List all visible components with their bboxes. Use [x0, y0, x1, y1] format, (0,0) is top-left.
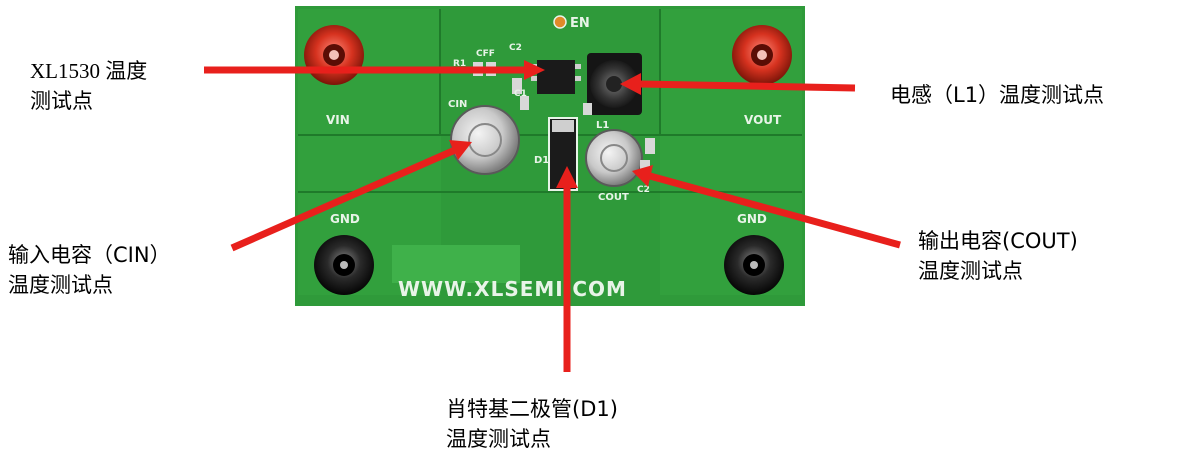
arrowhead-cin — [449, 140, 472, 160]
terminal-vout — [732, 25, 792, 85]
capacitor-cout — [585, 129, 643, 187]
silk-c2-right: C2 — [637, 185, 650, 195]
arrow-cout — [649, 172, 901, 249]
callout-ic-line1: XL1530 温度 — [30, 59, 148, 83]
silk-cff: CFF — [476, 49, 495, 59]
callout-cin-line1: 输入电容（CIN） — [8, 243, 171, 267]
arrow-cin — [230, 146, 457, 252]
silk-website: WWW.XLSEMI.COM — [398, 277, 627, 301]
callout-ic: XL1530 温度 测试点 — [30, 56, 147, 116]
callout-diode-line2: 温度测试点 — [446, 427, 551, 451]
arrow-inductor — [639, 80, 856, 92]
silk-l1: L1 — [596, 120, 609, 131]
silk-gnd-left: GND — [330, 212, 360, 226]
capacitor-cin — [450, 105, 520, 175]
pcb-label-strip — [392, 245, 520, 283]
ic-xl1530 — [531, 60, 581, 94]
en-test-pad — [553, 15, 567, 29]
silk-cin: CIN — [448, 99, 467, 110]
arrowhead-inductor — [620, 73, 641, 95]
terminal-gnd-right — [724, 235, 784, 295]
callout-cout: 输出电容(COUT) 温度测试点 — [918, 226, 1078, 286]
arrowhead-diode — [556, 166, 578, 188]
arrowhead-cout — [632, 165, 653, 187]
callout-inductor: 电感（L1）温度测试点 — [890, 80, 1104, 110]
callout-cout-line2: 温度测试点 — [918, 259, 1023, 283]
callout-cin-line2: 温度测试点 — [8, 273, 113, 297]
silk-cout: COUT — [598, 192, 629, 203]
silk-vout: VOUT — [744, 113, 782, 127]
inductor-l1 — [587, 53, 642, 115]
callout-diode-line1: 肖特基二极管(D1) — [446, 397, 618, 421]
silk-c1: C1 — [514, 89, 527, 99]
terminal-gnd-left — [314, 235, 374, 295]
silk-r1: R1 — [453, 59, 466, 69]
silk-en: EN — [570, 16, 590, 31]
callout-cin: 输入电容（CIN） 温度测试点 — [8, 240, 171, 300]
callout-ic-line2: 测试点 — [30, 89, 93, 113]
silk-vin: VIN — [326, 113, 350, 127]
silk-d1: D1 — [534, 155, 549, 166]
silk-c2-top: C2 — [509, 43, 522, 53]
terminal-vin — [304, 25, 364, 85]
callout-diode: 肖特基二极管(D1) 温度测试点 — [446, 394, 618, 454]
callout-cout-line1: 输出电容(COUT) — [918, 229, 1078, 253]
silk-gnd-right: GND — [737, 212, 767, 226]
callout-inductor-line1: 电感（L1）温度测试点 — [890, 83, 1105, 107]
arrowhead-ic — [524, 60, 545, 80]
